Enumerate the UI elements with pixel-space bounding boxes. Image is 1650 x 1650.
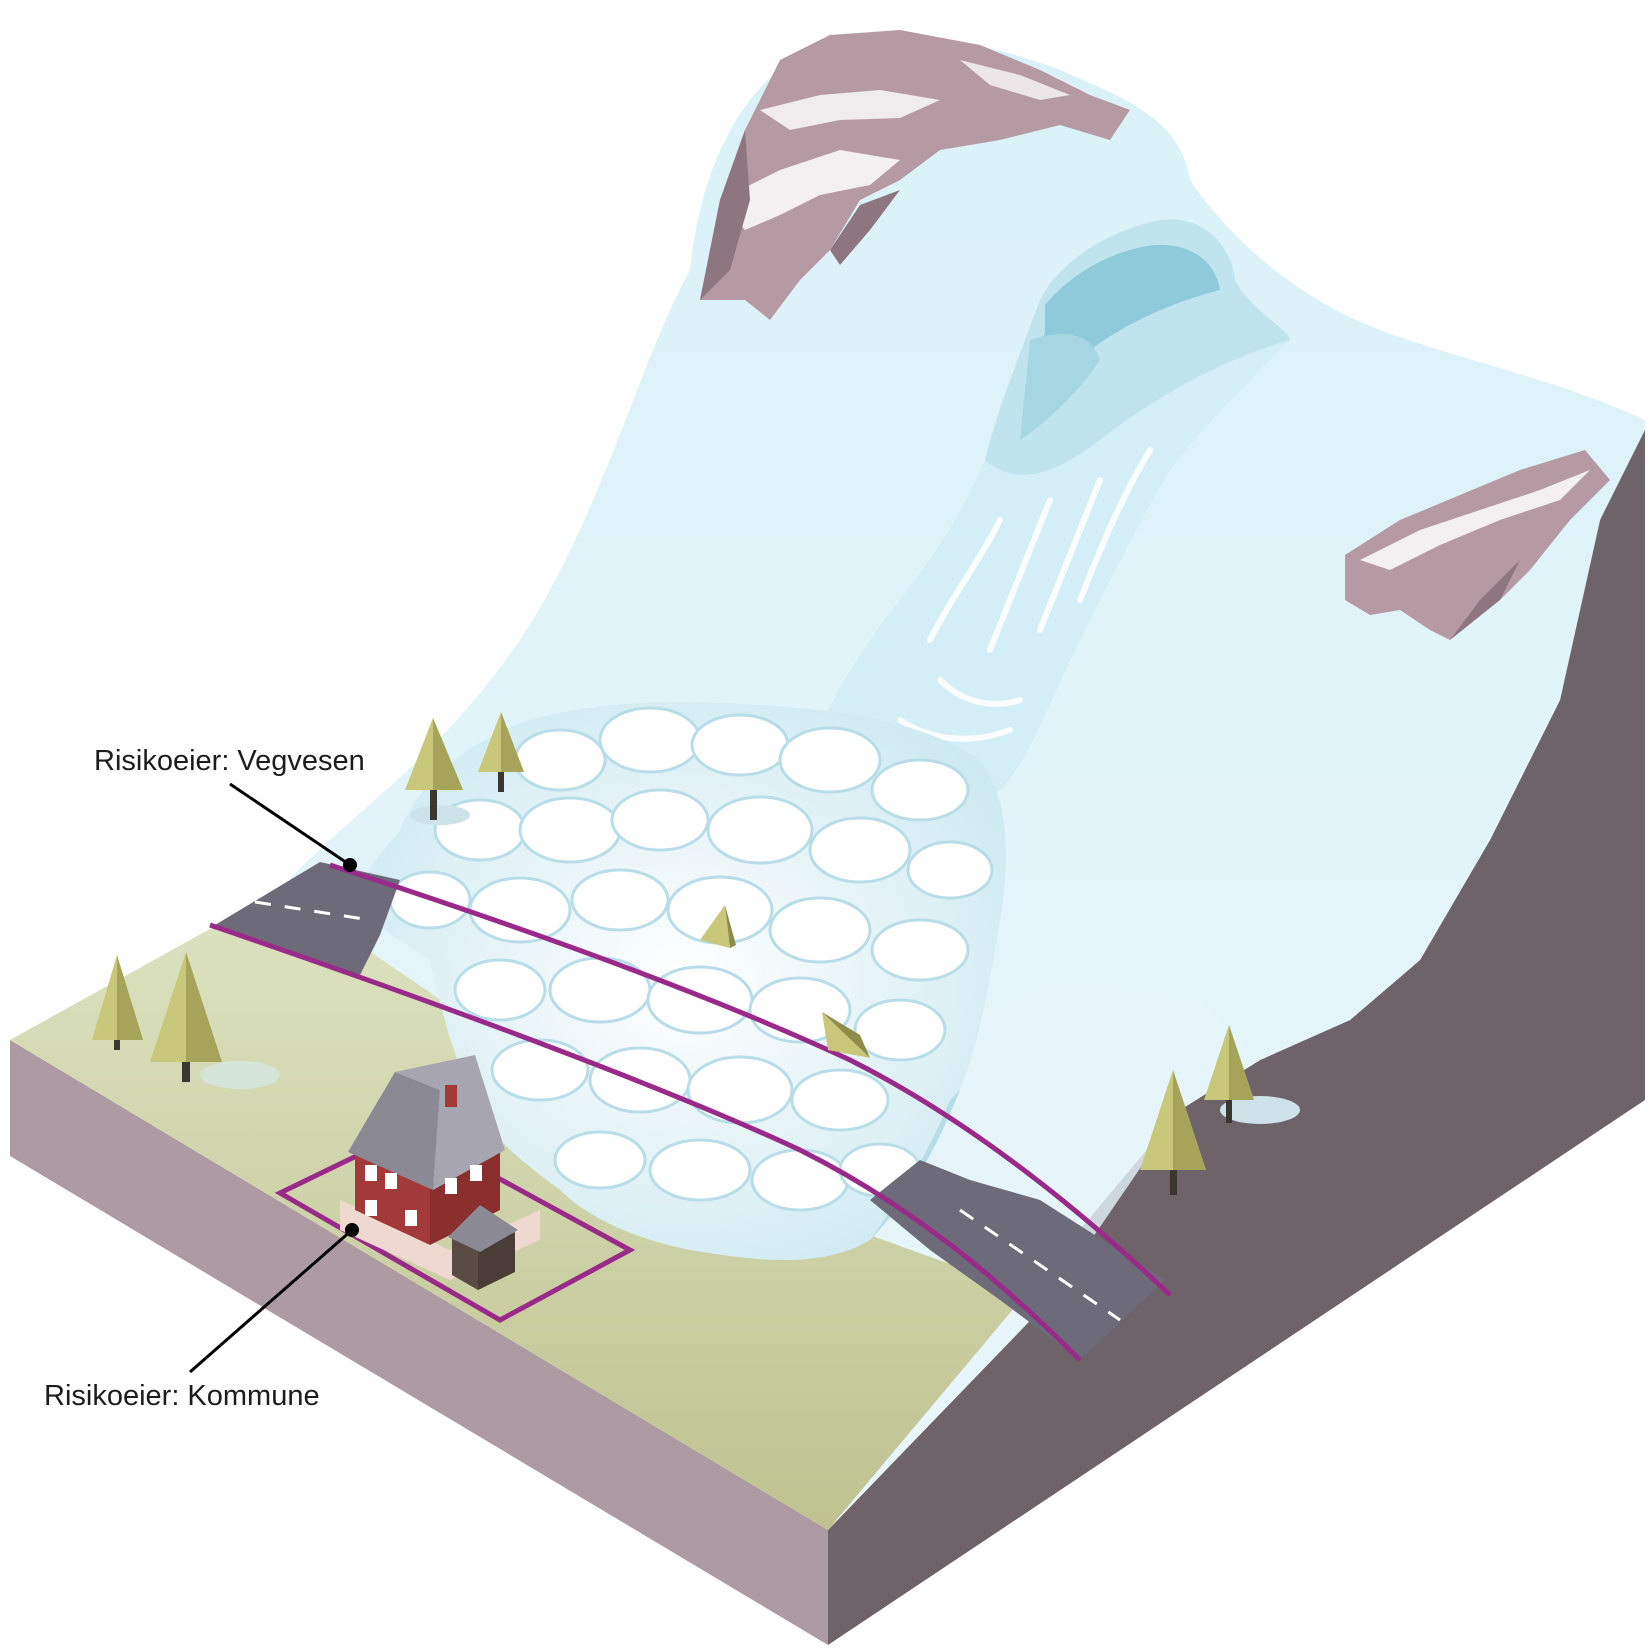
callout-dot-house: [345, 1223, 359, 1237]
trees: [92, 712, 1300, 1195]
avalanche-track-streaks: [897, 447, 1153, 742]
terrain-side-front: [10, 1040, 828, 1645]
risk-owner-road-label: Risikoeier: Vegvesen: [94, 745, 365, 777]
shed: [448, 1205, 518, 1290]
avalanche-track: [807, 340, 1290, 833]
house-windows: [365, 1165, 482, 1226]
tree: [1204, 1025, 1300, 1124]
grass-terrain: [10, 890, 1050, 1530]
tree: [92, 955, 280, 1089]
tree-buried: [700, 905, 736, 948]
callout-dot-road: [343, 858, 357, 872]
house-roof: [348, 1072, 440, 1190]
road-upper: [215, 862, 400, 975]
leader-line-road: [229, 782, 357, 872]
leader-line-house: [189, 1223, 359, 1374]
tree-buried: [822, 1012, 870, 1058]
road-risk-zone: [209, 862, 1172, 1362]
rock-outcrop-right: [1345, 450, 1610, 640]
tree: [150, 952, 222, 1082]
chimney: [445, 1085, 457, 1107]
house: [340, 1055, 540, 1290]
tree: [405, 718, 470, 825]
house-wall-side: [430, 1150, 500, 1245]
tree: [478, 712, 524, 792]
terrain-side-right: [828, 420, 1645, 1645]
tree: [1140, 1070, 1206, 1195]
avalanche-debris: [360, 702, 1006, 1260]
risk-owner-house-label: Risikoeier: Kommune: [44, 1380, 320, 1412]
road-lower: [870, 1160, 1165, 1360]
rock-outcrop-top: [700, 30, 1130, 320]
avalanche-release-zone: [979, 219, 1290, 508]
